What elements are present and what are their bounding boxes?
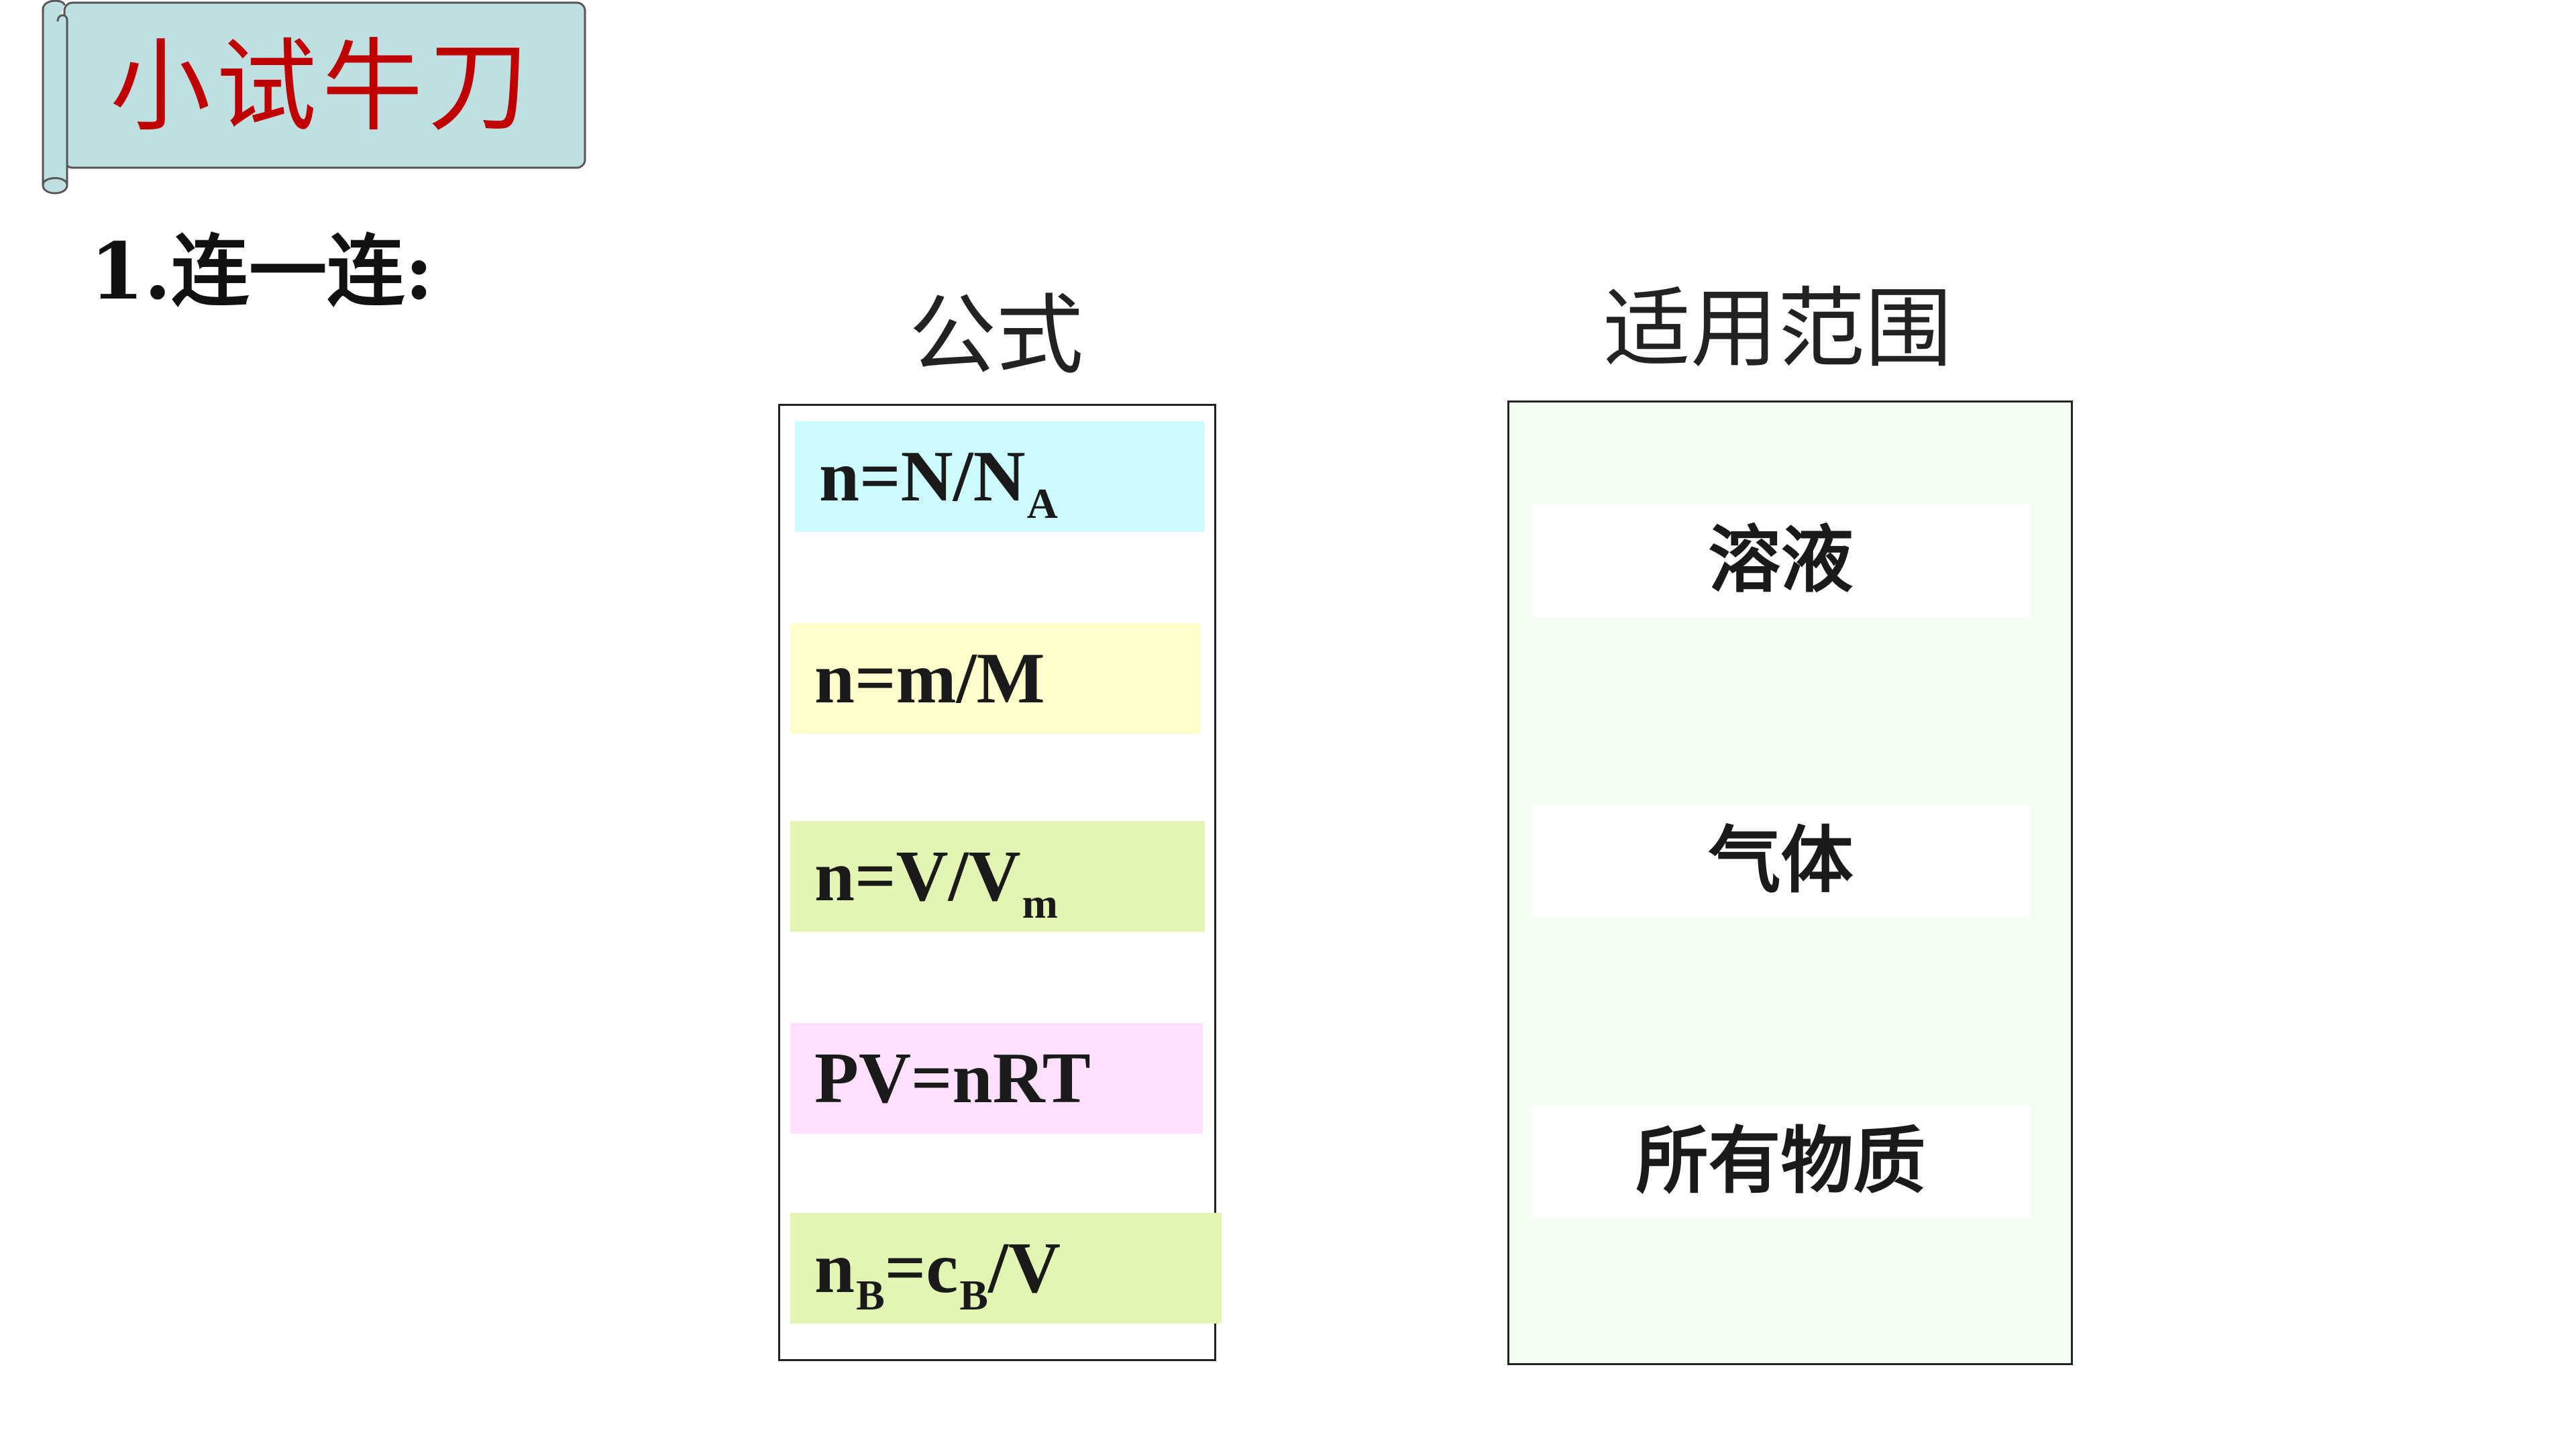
formula-item[interactable]: n=V/Vm (790, 821, 1205, 932)
question-prompt: 1.连一连: (90, 226, 433, 317)
formula-item[interactable]: n=N/NA (795, 421, 1204, 532)
formula-text: =c (884, 1228, 959, 1308)
scope-item-all-substances[interactable]: 所有物质 (1531, 1106, 2031, 1218)
formula-subscript: m (1022, 879, 1058, 927)
formula-item[interactable]: n=m/M (790, 623, 1201, 734)
scope-item-gas[interactable]: 气体 (1531, 805, 2031, 918)
formula-text: n=V/V (814, 837, 1021, 916)
formula-item[interactable]: nB=cB/V (790, 1213, 1222, 1324)
formula-text: n (814, 1228, 855, 1308)
scope-item-solution[interactable]: 溶液 (1531, 504, 2031, 617)
scroll-banner-shape (42, 0, 586, 195)
formula-subscript: B (959, 1271, 988, 1319)
formula-text: n=m/M (814, 639, 1045, 718)
formula-column-title: 公式 (909, 284, 1084, 386)
banner-title: 小试牛刀 (110, 29, 535, 146)
formula-text: n=N/N (819, 437, 1026, 517)
formula-text: /V (987, 1228, 1061, 1308)
formula-item[interactable]: PV=nRT (790, 1023, 1203, 1134)
formula-text: PV=nRT (814, 1038, 1091, 1118)
formula-subscript: A (1026, 480, 1058, 527)
title-banner: 小试牛刀 (39, 0, 602, 195)
formula-subscript: B (856, 1271, 885, 1319)
scope-column-title: 适用范围 (1603, 278, 1953, 380)
